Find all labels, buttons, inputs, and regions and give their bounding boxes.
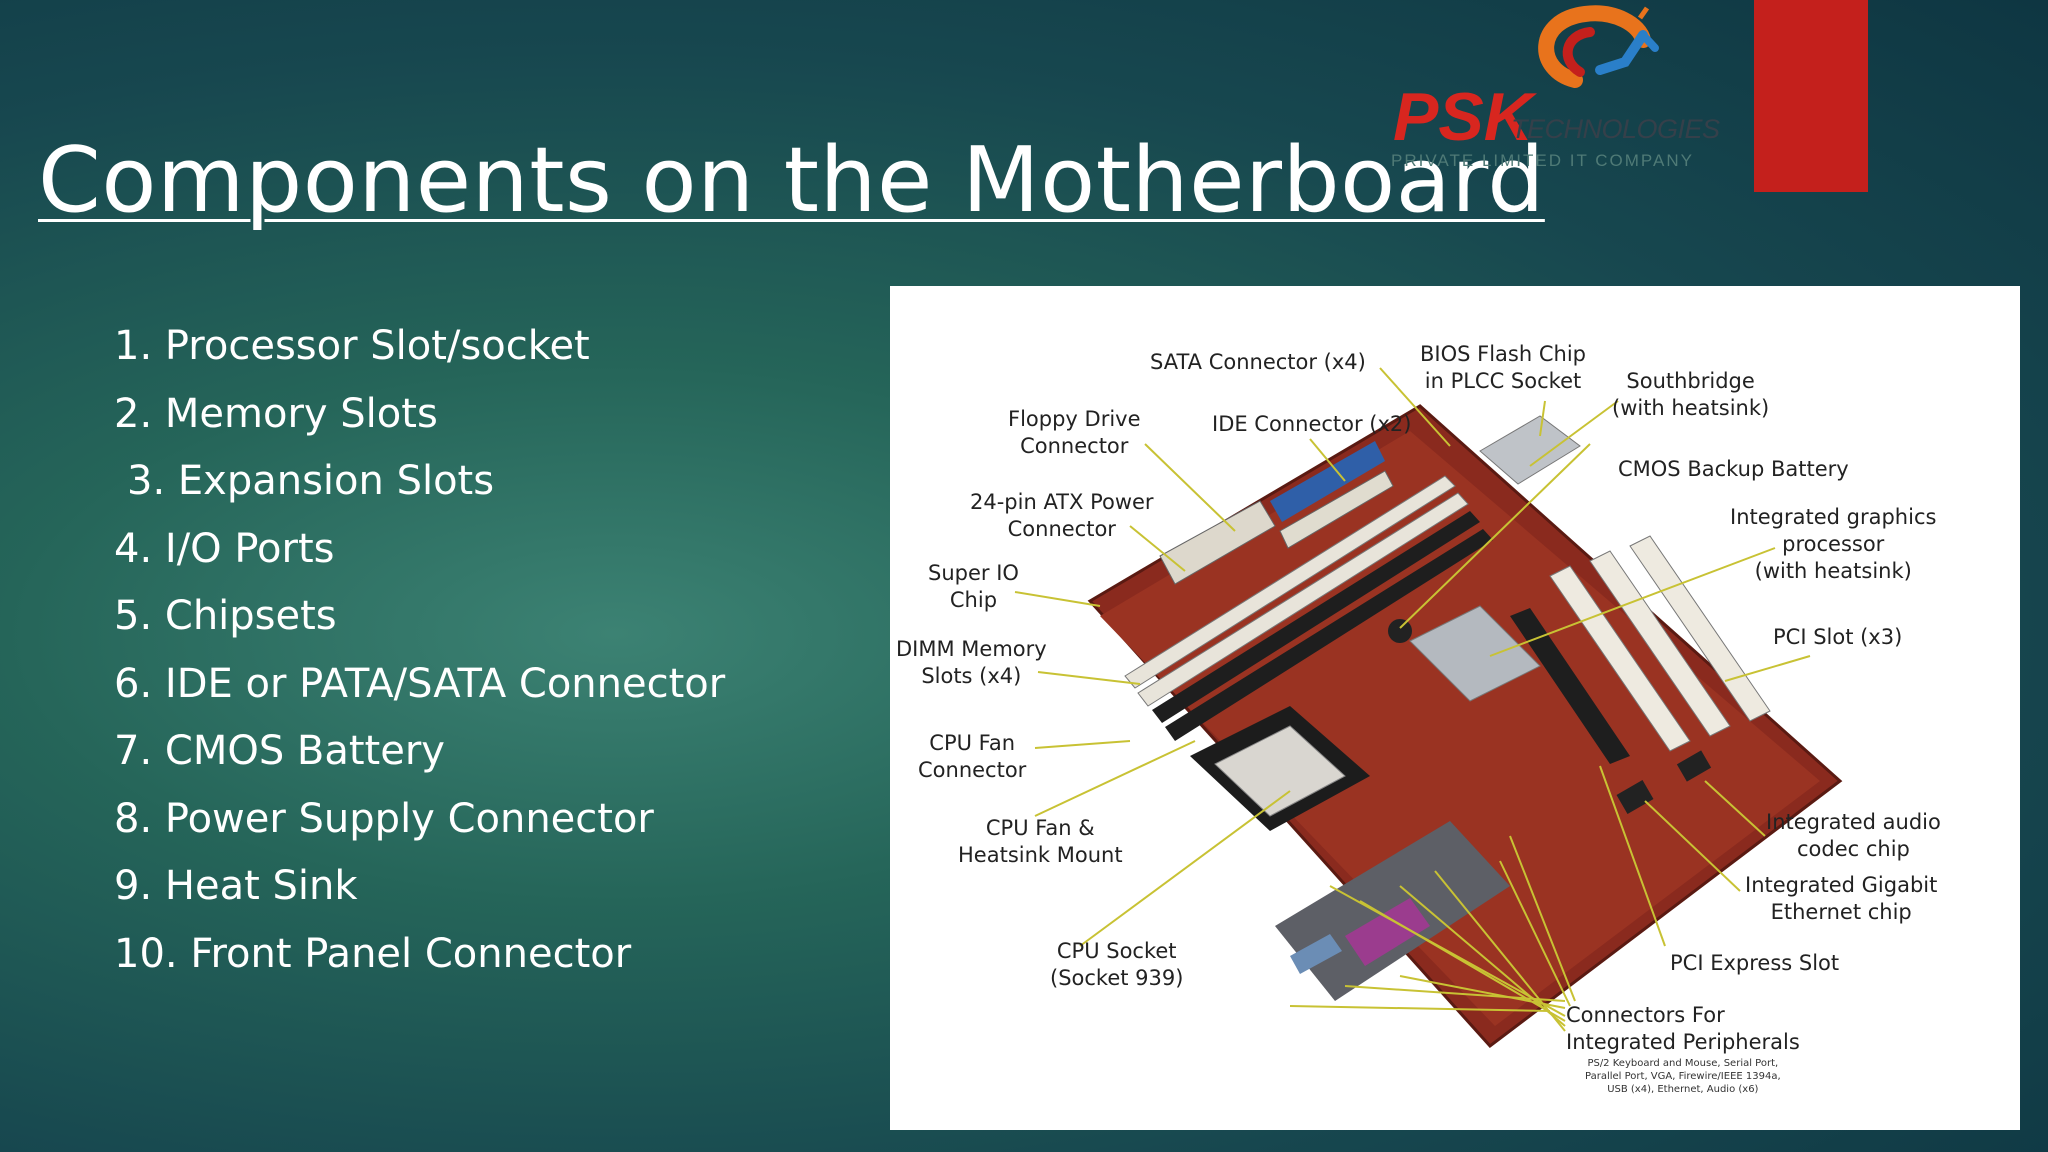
slide-title: Components on the Motherboard bbox=[38, 128, 1545, 233]
list-item: 1. Processor Slot/socket bbox=[114, 323, 590, 369]
motherboard-illustration bbox=[1014, 367, 1843, 1049]
callout-southbridge: Southbridge (with heatsink) bbox=[1612, 369, 1770, 420]
callout-integrated-graphics: Integrated graphics processor (with heat… bbox=[1730, 505, 1937, 583]
component-list: 1. Processor Slot/socket 2. Memory Slots… bbox=[114, 316, 725, 991]
svg-text:PSK: PSK bbox=[1393, 79, 1538, 155]
callout-dimm-slots: DIMM Memory Slots (x4) bbox=[896, 637, 1047, 688]
callout-super-io: Super IO Chip bbox=[928, 561, 1019, 612]
accent-red-bar bbox=[1754, 0, 1868, 192]
callout-peripherals-detail: PS/2 Keyboard and Mouse, Serial Port, Pa… bbox=[1585, 1058, 1781, 1095]
svg-text:PRIVATE LIMITED IT COMPANY: PRIVATE LIMITED IT COMPANY bbox=[1391, 151, 1694, 170]
list-item: 6. IDE or PATA/SATA Connector bbox=[114, 660, 726, 707]
callout-audio-codec: Integrated audio codec chip bbox=[1766, 810, 1941, 861]
callout-cpu-fan-connector: CPU Fan Connector bbox=[918, 731, 1027, 782]
callout-pci-express: PCI Express Slot bbox=[1670, 951, 1840, 975]
callout-pci-slot: PCI Slot (x3) bbox=[1773, 625, 1903, 649]
callout-ide-connector: IDE Connector (x2) bbox=[1212, 412, 1412, 436]
callout-cpu-socket: CPU Socket (Socket 939) bbox=[1050, 939, 1184, 990]
list-item: 2. Memory Slots bbox=[114, 390, 438, 437]
list-item: 10. Front Panel Connector bbox=[114, 930, 632, 977]
psk-logo: PSK TECHNOLOGIES PRIVATE LIMITED IT COMP… bbox=[1385, 0, 1735, 175]
callout-integrated-peripherals: Connectors For Integrated Peripherals bbox=[1566, 1003, 1800, 1054]
list-item: 7. CMOS Battery bbox=[114, 728, 445, 774]
list-item: 9. Heat Sink bbox=[114, 863, 358, 909]
list-item: 5. Chipsets bbox=[114, 593, 337, 639]
callout-cpu-heatsink-mount: CPU Fan & Heatsink Mount bbox=[958, 816, 1123, 867]
list-item: 8. Power Supply Connector bbox=[114, 795, 654, 842]
callout-floppy-connector: Floppy Drive Connector bbox=[1008, 407, 1141, 458]
callout-atx-power: 24-pin ATX Power Connector bbox=[970, 490, 1154, 541]
callout-bios-flash-chip: BIOS Flash Chip in PLCC Socket bbox=[1420, 342, 1586, 393]
list-item: 4. I/O Ports bbox=[114, 525, 335, 572]
callout-ethernet-chip: Integrated Gigabit Ethernet chip bbox=[1745, 873, 1938, 924]
motherboard-figure: SATA Connector (x4) BIOS Flash Chip in P… bbox=[890, 286, 2020, 1130]
svg-text:TECHNOLOGIES: TECHNOLOGIES bbox=[1511, 114, 1720, 144]
callout-cmos-battery: CMOS Backup Battery bbox=[1618, 457, 1849, 481]
callout-sata-connector: SATA Connector (x4) bbox=[1150, 350, 1366, 374]
list-item: 3. Expansion Slots bbox=[127, 458, 495, 504]
